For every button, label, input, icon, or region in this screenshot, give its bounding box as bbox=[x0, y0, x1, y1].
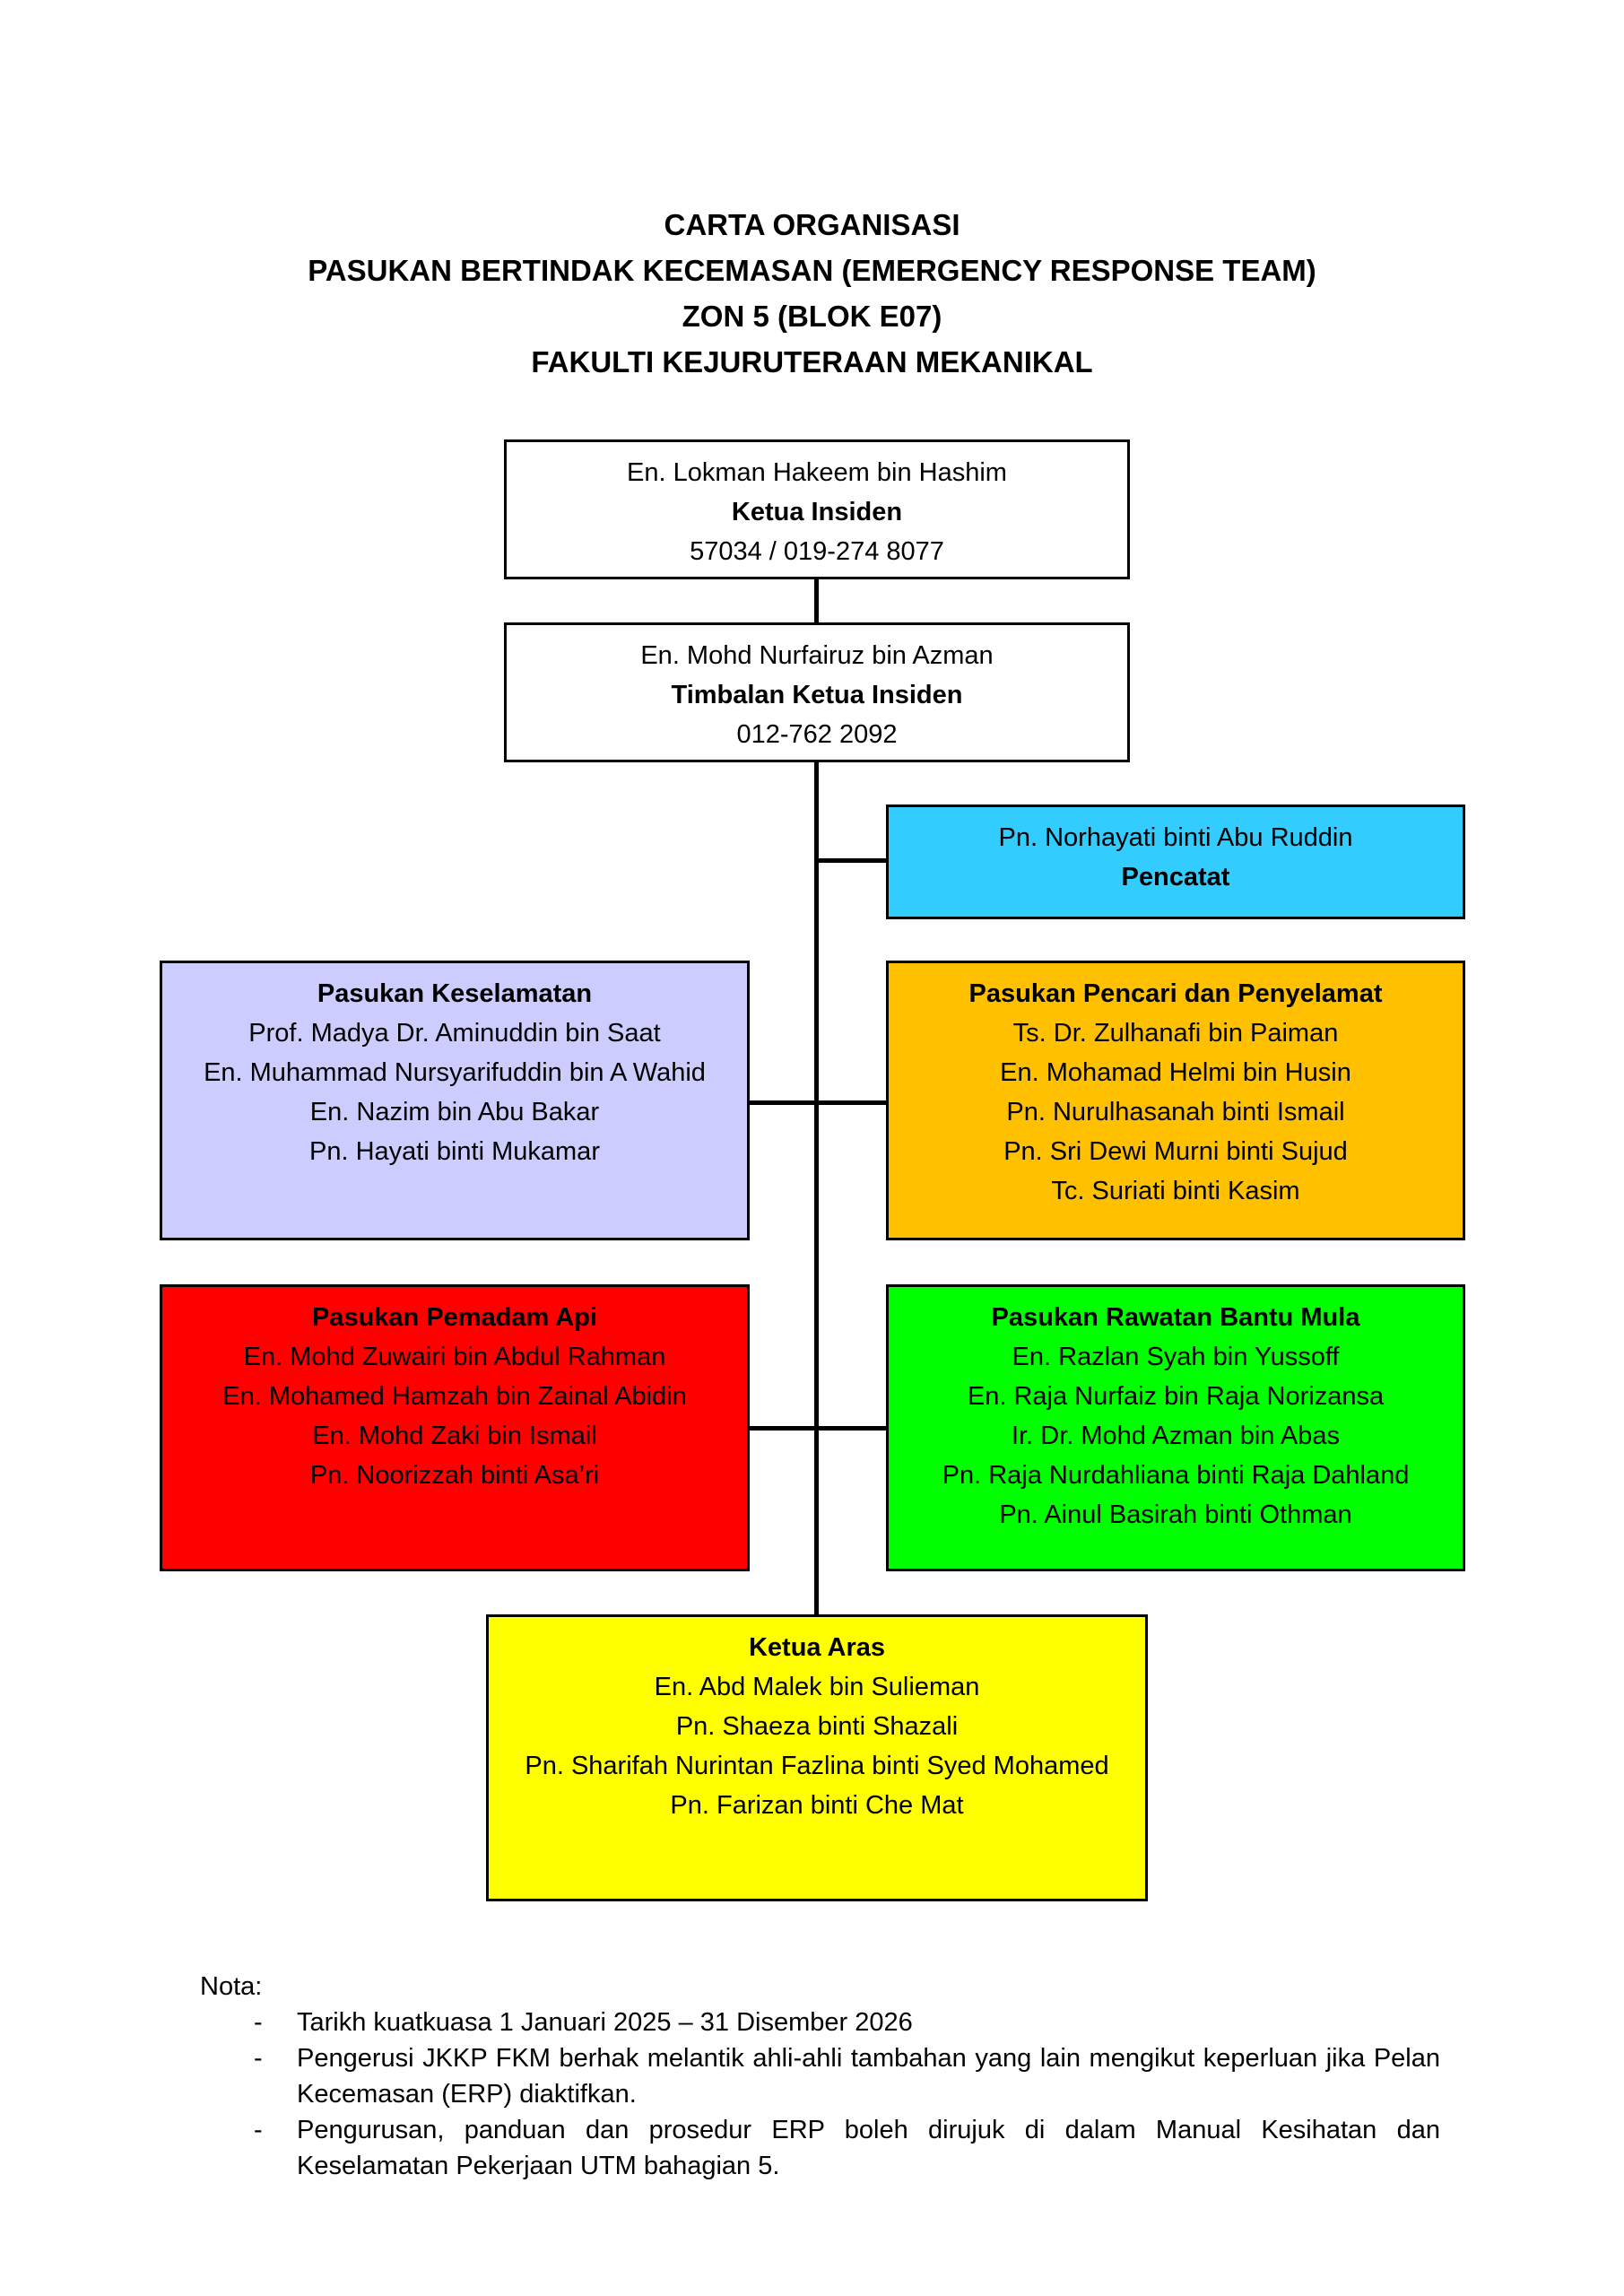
ketua-insiden-name: En. Lokman Hakeem bin Hashim bbox=[627, 458, 1007, 487]
pemadam-member: En. Mohamed Hamzah bin Zainal Abidin bbox=[222, 1382, 687, 1411]
chart-title: CARTA ORGANISASI PASUKAN BERTINDAK KECEM… bbox=[0, 202, 1624, 385]
rawatan-member: En. Raja Nurfaiz bin Raja Norizansa bbox=[967, 1382, 1385, 1411]
timbalan-name: En. Mohd Nurfairuz bin Azman bbox=[640, 641, 994, 670]
ketua-aras-box: Ketua Aras En. Abd Malek bin Sulieman Pn… bbox=[486, 1614, 1148, 1901]
keselamatan-member: En. Muhammad Nursyarifuddin bin A Wahid bbox=[204, 1058, 706, 1087]
ketua-aras-member: Pn. Farizan binti Che Mat bbox=[670, 1791, 964, 1820]
note-item: - Tarikh kuatkuasa 1 Januari 2025 – 31 D… bbox=[200, 2005, 1440, 2040]
keselamatan-title: Pasukan Keselamatan bbox=[317, 979, 593, 1008]
rawatan-member: Ir. Dr. Mohd Azman bin Abas bbox=[1012, 1422, 1340, 1450]
pencatat-box: Pn. Norhayati binti Abu Ruddin Pencatat bbox=[886, 804, 1465, 919]
rawatan-member: En. Razlan Syah bin Yussoff bbox=[1012, 1343, 1340, 1371]
note-item: - Pengerusi JKKP FKM berhak melantik ahl… bbox=[200, 2040, 1440, 2112]
ketua-aras-member: Pn. Shaeza binti Shazali bbox=[675, 1712, 959, 1741]
pencari-title: Pasukan Pencari dan Penyelamat bbox=[968, 979, 1383, 1008]
connector-top-vertical bbox=[814, 578, 819, 626]
pencatat-role: Pencatat bbox=[1121, 863, 1230, 891]
ketua-insiden-box: En. Lokman Hakeem bin Hashim Ketua Insid… bbox=[504, 439, 1130, 579]
ketua-aras-member: Pn. Sharifah Nurintan Fazlina binti Syed… bbox=[525, 1752, 1109, 1780]
timbalan-contact: 012-762 2092 bbox=[736, 720, 898, 749]
note-item: - Pengurusan, panduan dan prosedur ERP b… bbox=[200, 2112, 1440, 2184]
note-text: Tarikh kuatkuasa 1 Januari 2025 – 31 Dis… bbox=[297, 2008, 913, 2037]
connector-main-vertical bbox=[814, 761, 819, 1895]
pemadam-title: Pasukan Pemadam Api bbox=[311, 1303, 598, 1332]
pemadam-member: En. Mohd Zaki bin Ismail bbox=[312, 1422, 597, 1450]
keselamatan-box: Pasukan Keselamatan Prof. Madya Dr. Amin… bbox=[160, 961, 750, 1240]
rawatan-box: Pasukan Rawatan Bantu Mula En. Razlan Sy… bbox=[886, 1284, 1465, 1571]
title-line-4: FAKULTI KEJURUTERAAN MEKANIKAL bbox=[531, 345, 1093, 378]
pemadam-member: En. Mohd Zuwairi bin Abdul Rahman bbox=[243, 1343, 666, 1371]
note-dash: - bbox=[254, 2008, 263, 2037]
pencari-box: Pasukan Pencari dan Penyelamat Ts. Dr. Z… bbox=[886, 961, 1465, 1240]
timbalan-box: En. Mohd Nurfairuz bin Azman Timbalan Ke… bbox=[504, 622, 1130, 762]
pemadam-member: Pn. Noorizzah binti Asa’ri bbox=[309, 1461, 600, 1490]
pencatat-name: Pn. Norhayati binti Abu Ruddin bbox=[998, 823, 1353, 852]
pemadam-box: Pasukan Pemadam Api En. Mohd Zuwairi bin… bbox=[160, 1284, 750, 1571]
pencari-member: Tc. Suriati binti Kasim bbox=[1051, 1177, 1300, 1205]
keselamatan-member: Pn. Hayati binti Mukamar bbox=[309, 1137, 600, 1166]
rawatan-member: Pn. Ainul Basirah binti Othman bbox=[999, 1500, 1352, 1529]
connector-row-2 bbox=[748, 1426, 886, 1431]
connector-row-1 bbox=[748, 1100, 886, 1105]
rawatan-member: Pn. Raja Nurdahliana binti Raja Dahland bbox=[942, 1461, 1410, 1490]
rawatan-title: Pasukan Rawatan Bantu Mula bbox=[991, 1303, 1360, 1332]
keselamatan-member: En. Nazim bin Abu Bakar bbox=[309, 1098, 600, 1126]
pencari-member: En. Mohamad Helmi bin Husin bbox=[1000, 1058, 1351, 1087]
title-line-1: CARTA ORGANISASI bbox=[664, 208, 960, 241]
connector-pencatat bbox=[816, 858, 886, 863]
notes-section: Nota: - Tarikh kuatkuasa 1 Januari 2025 … bbox=[200, 1969, 1440, 2184]
pencari-member: Pn. Nurulhasanah binti Ismail bbox=[1006, 1098, 1345, 1126]
ketua-insiden-role: Ketua Insiden bbox=[731, 498, 903, 526]
title-line-2: PASUKAN BERTINDAK KECEMASAN (EMERGENCY R… bbox=[308, 254, 1316, 287]
timbalan-role: Timbalan Ketua Insiden bbox=[671, 681, 963, 709]
ketua-aras-title: Ketua Aras bbox=[748, 1633, 886, 1662]
pencari-member: Ts. Dr. Zulhanafi bin Paiman bbox=[1012, 1019, 1339, 1048]
keselamatan-member: Prof. Madya Dr. Aminuddin bin Saat bbox=[248, 1019, 661, 1048]
note-text: Pengurusan, panduan dan prosedur ERP bol… bbox=[297, 2116, 1440, 2180]
ketua-insiden-contact: 57034 / 019-274 8077 bbox=[690, 537, 944, 566]
pencari-member: Pn. Sri Dewi Murni binti Sujud bbox=[1003, 1137, 1348, 1166]
notes-label: Nota: bbox=[200, 1972, 263, 2001]
note-text: Pengerusi JKKP FKM berhak melantik ahli-… bbox=[297, 2044, 1440, 2109]
note-dash: - bbox=[254, 2116, 263, 2144]
note-dash: - bbox=[254, 2044, 263, 2073]
ketua-aras-member: En. Abd Malek bin Sulieman bbox=[654, 1673, 980, 1701]
title-line-3: ZON 5 (BLOK E07) bbox=[682, 300, 942, 333]
